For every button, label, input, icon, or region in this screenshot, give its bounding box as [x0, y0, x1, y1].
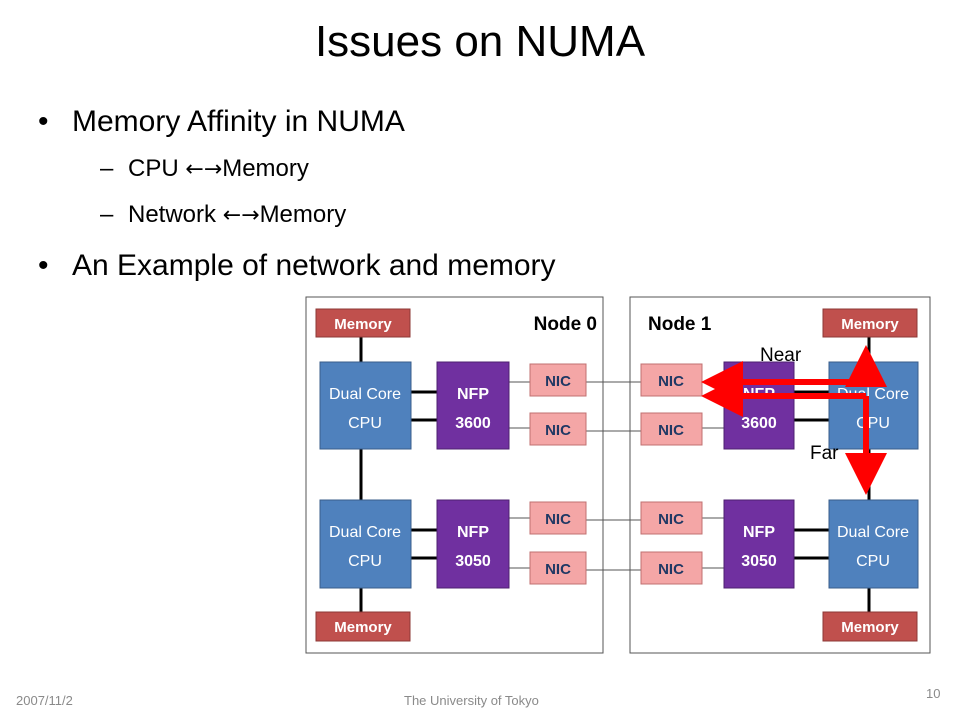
sub-bullet-right: Memory [259, 201, 347, 228]
memory-box [822, 611, 918, 642]
bullet-text: Memory Affinity in NUMA [72, 105, 405, 138]
bus-lines [359, 337, 871, 612]
nfp-model: 3600 [455, 415, 491, 432]
sub-bullet-dash: – [100, 201, 114, 228]
memory-label: Memory [841, 619, 899, 636]
nfp-label: NFP [743, 524, 775, 541]
sub-bullet-left: Network [128, 201, 223, 228]
cpu-label-line1: Dual Core [837, 524, 909, 541]
memory-box [822, 308, 918, 338]
bullet-dot: • [38, 105, 49, 138]
cpu-label-line2: CPU [348, 415, 382, 432]
nic-label: NIC [658, 373, 684, 390]
sub-bullet-cpu-memory: –CPU ←→Memory [100, 154, 309, 185]
nfp-model: 3050 [455, 553, 491, 570]
node1-label: Node 1 [648, 314, 712, 335]
near-label: Near [760, 345, 802, 366]
nfp-box [723, 499, 795, 589]
cpu-label-line1: Dual Core [329, 386, 401, 403]
sub-bullet-dash: – [100, 155, 114, 182]
nic-label: NIC [545, 373, 571, 390]
nfp-box [436, 361, 510, 450]
nic-box [640, 501, 703, 535]
nfp-model: 3050 [741, 553, 777, 570]
double-arrow-icon: ←→ [222, 203, 260, 228]
cpu-label-line2: CPU [856, 415, 890, 432]
nic-label: NIC [545, 561, 571, 578]
node1: Node 1 Memory NIC NIC NFP 3600 Dual Core… [640, 308, 919, 642]
nic-label: NIC [658, 511, 684, 528]
nic-box [640, 551, 703, 585]
nic-box [529, 501, 587, 535]
far-label: Far [810, 443, 839, 464]
slide-title: Issues on NUMA [314, 17, 646, 66]
nfp-label: NFP [457, 524, 489, 541]
memory-box [315, 308, 411, 338]
nic-label: NIC [545, 511, 571, 528]
nic-links [509, 381, 724, 571]
footer-organization: The University of Tokyo [404, 693, 539, 708]
nic-label: NIC [545, 422, 571, 439]
node0-label: Node 0 [534, 314, 597, 335]
sub-bullet-left: CPU [128, 155, 186, 182]
cpu-label-line1: Dual Core [329, 524, 401, 541]
affinity-paths [701, 345, 887, 495]
bullet-memory-affinity: • Memory Affinity in NUMA [38, 104, 405, 140]
nic-box [640, 412, 703, 446]
nic-label: NIC [658, 422, 684, 439]
bullet-text: An Example of network and memory [72, 249, 556, 282]
node0: Memory Node 0 Dual Core CPU NFP 3600 NIC… [315, 308, 597, 642]
nic-box [529, 551, 587, 585]
bullet-network-example: • An Example of network and memory [38, 248, 556, 284]
nfp-box [436, 499, 510, 589]
cpu-box [319, 499, 412, 589]
nfp-box [723, 361, 795, 450]
cpu-box [828, 361, 919, 450]
nfp-model: 3600 [741, 415, 777, 432]
nic-box [529, 363, 587, 397]
double-arrow-icon: ←→ [185, 157, 223, 182]
memory-label: Memory [334, 316, 392, 333]
cpu-box [319, 361, 412, 450]
sub-bullet-right: Memory [222, 155, 309, 182]
footer-date: 2007/11/2 [16, 693, 73, 708]
memory-label: Memory [841, 316, 899, 333]
cpu-box [828, 499, 919, 589]
sub-bullet-network-memory: –Network ←→Memory [100, 200, 346, 231]
cpu-label-line2: CPU [348, 553, 382, 570]
nfp-label: NFP [457, 386, 489, 403]
nic-label: NIC [658, 561, 684, 578]
memory-label: Memory [334, 619, 392, 636]
node0-frame [305, 296, 604, 654]
memory-box [315, 611, 411, 642]
cpu-label-line2: CPU [856, 553, 890, 570]
nic-box [529, 412, 587, 446]
bullet-dot: • [38, 249, 49, 282]
footer-page-number: 10 [926, 686, 941, 701]
